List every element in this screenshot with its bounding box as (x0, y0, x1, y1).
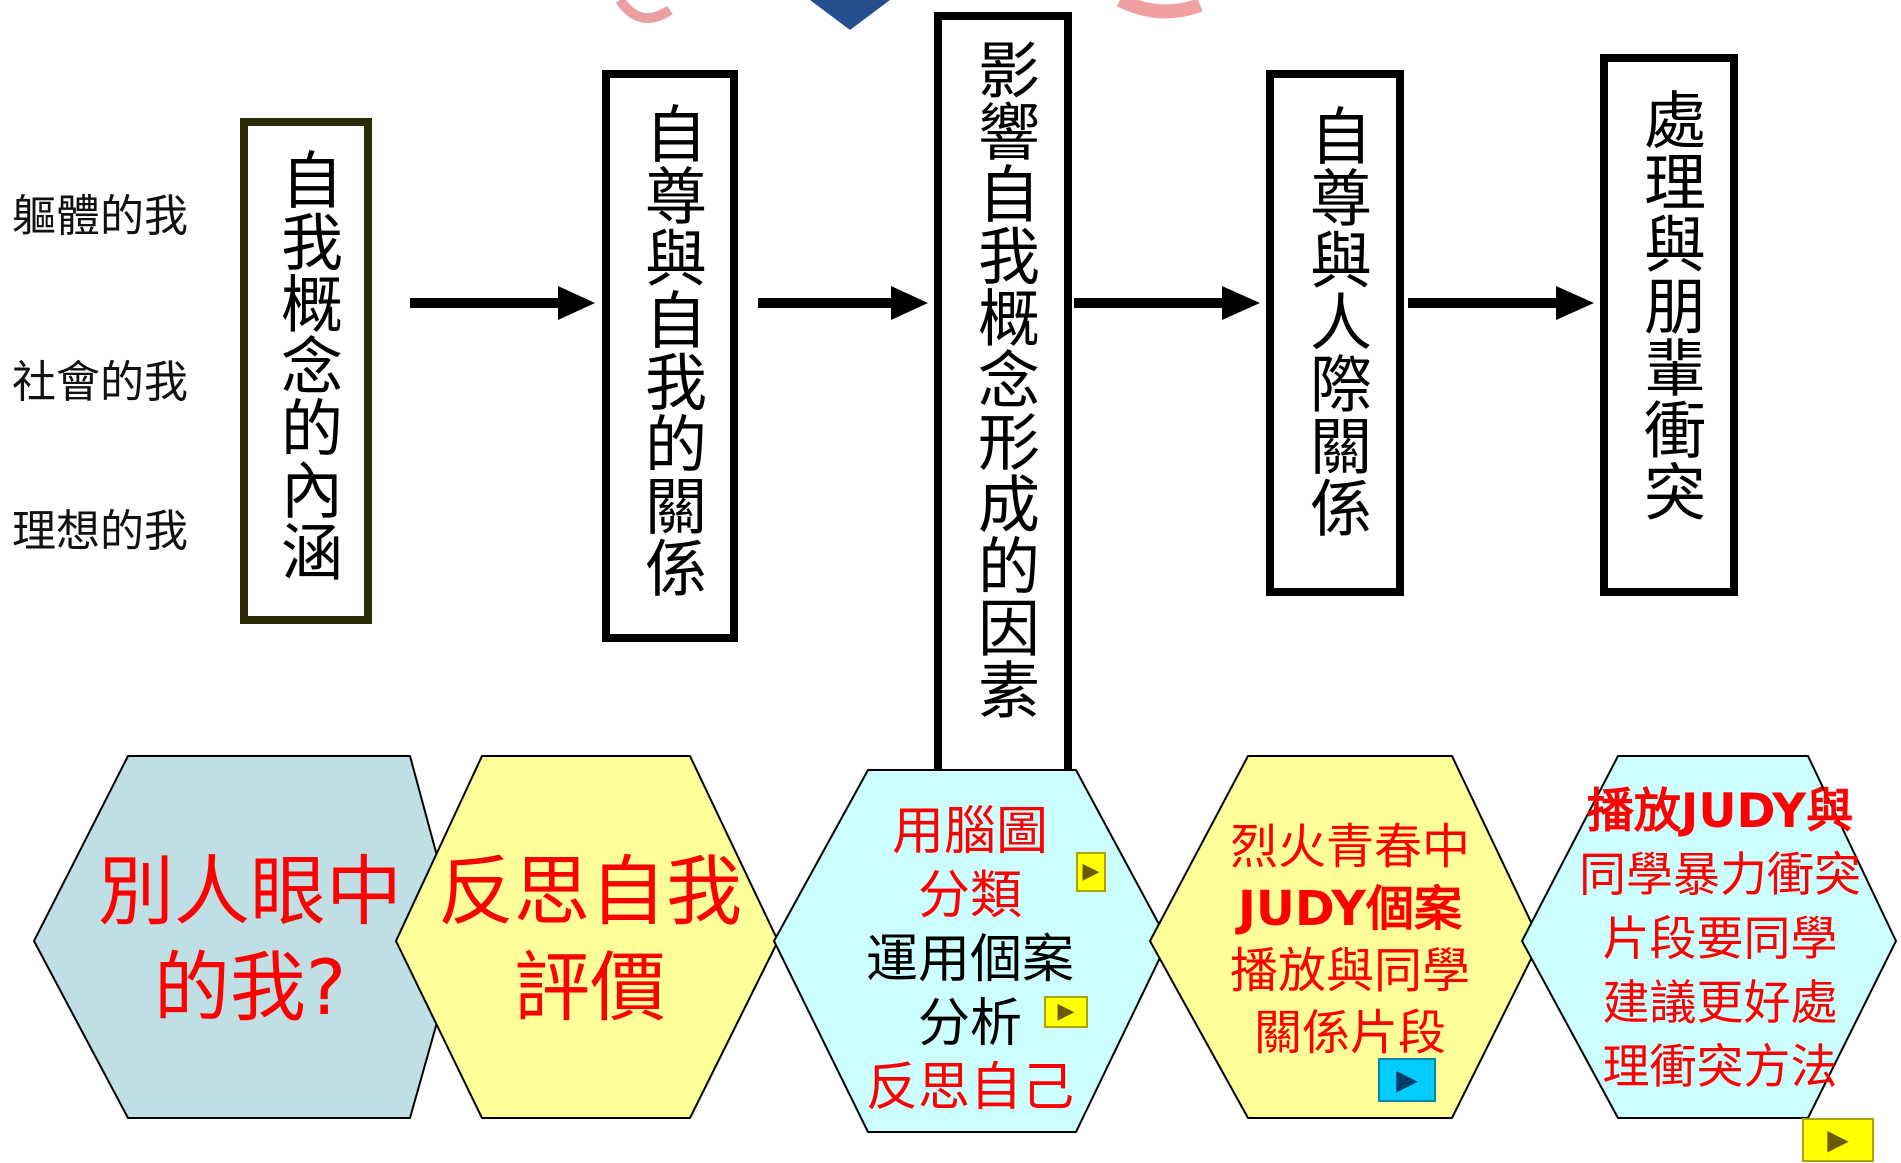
activity-line: 播放JUDY與 (1586, 784, 1854, 839)
aspect-ideal-self: 理想的我 (12, 506, 188, 557)
activity-line: 反思自我 (438, 847, 742, 936)
activity-line: 評價 (514, 943, 666, 1032)
activity-line: 片段要同學 (1602, 912, 1838, 967)
flow-box-label: 處理與朋輩衝突 (1633, 88, 1706, 522)
activity-text-mind-map-case: 用腦圖 分類 運用個案 分析 反思自己 (810, 795, 1130, 1125)
flow-arrow-1 (410, 286, 595, 320)
play-icon: ▶ (1396, 1063, 1418, 1096)
hexagon-self-reflection (394, 755, 780, 1119)
activity-text-others-view: 別人眼中 的我? (60, 840, 440, 1040)
activity-line: 建議更好處 (1602, 976, 1838, 1031)
activity-line: 關係片段 (1253, 1005, 1446, 1061)
hexagon-others-view (32, 755, 462, 1119)
play-icon: ▶ (1827, 1123, 1849, 1156)
flow-box-peer-conflict: 處理與朋輩衝突 (1600, 54, 1738, 596)
activity-line: 烈火青春中 (1229, 819, 1470, 875)
activity-line: 分析 (917, 994, 1022, 1054)
flow-box-self-concept-content: 自我概念的內涵 (240, 118, 372, 624)
flow-box-influencing-factors: 影響自我概念形成的因素 (934, 12, 1072, 780)
play-button-case-analysis[interactable]: ▶ (1044, 996, 1088, 1028)
activity-text-conflict-solutions: 播放JUDY與 同學暴力衝突 片段要同學 建議更好處 理衝突方法 (1555, 775, 1885, 1105)
play-icon: ▶ (1057, 999, 1075, 1024)
play-icon: ▶ (1082, 859, 1100, 884)
activity-text-judy-case: 烈火青春中 JUDY個案 播放與同學 關係片段 (1190, 805, 1510, 1075)
flow-box-label: 自尊與人際關係 (1299, 104, 1372, 538)
flow-box-label: 自我概念的內涵 (270, 148, 343, 582)
flow-arrow-2 (758, 286, 928, 320)
play-button-mind-map[interactable]: ▶ (1076, 852, 1106, 892)
hexagon-mind-map-case (772, 769, 1170, 1133)
flow-box-self-esteem-relation: 自尊與自我的關係 (602, 70, 738, 642)
flow-arrow-4 (1408, 286, 1594, 320)
activity-line: 分類 (917, 866, 1022, 926)
activity-line: 理衝突方法 (1602, 1040, 1838, 1095)
activity-line: 別人眼中 (98, 847, 402, 936)
activity-line: 用腦圖 (891, 802, 1048, 862)
activity-line: 播放與同學 (1229, 943, 1470, 999)
aspect-social-self: 社會的我 (12, 357, 188, 408)
hexagon-judy-case (1148, 755, 1542, 1119)
flow-arrow-3 (1074, 286, 1260, 320)
activity-line: 的我? (153, 943, 347, 1032)
play-button-conflict-clip[interactable]: ▶ (1802, 1118, 1874, 1162)
flow-box-interpersonal: 自尊與人際關係 (1266, 70, 1404, 596)
activity-text-self-reflection: 反思自我 評價 (410, 840, 770, 1040)
activity-line: 反思自己 (865, 1058, 1074, 1118)
flow-box-label: 影響自我概念形成的因素 (967, 38, 1040, 720)
play-button-judy-clip[interactable]: ▶ (1378, 1058, 1436, 1102)
activity-line: JUDY個案 (1238, 881, 1462, 937)
decorative-banner-fragment (615, 0, 1203, 30)
activity-line: 同學暴力衝突 (1579, 848, 1861, 903)
activity-line: 運用個案 (865, 930, 1074, 990)
flow-box-label: 自尊與自我的關係 (634, 102, 707, 598)
aspect-physical-self: 軀體的我 (12, 191, 188, 242)
